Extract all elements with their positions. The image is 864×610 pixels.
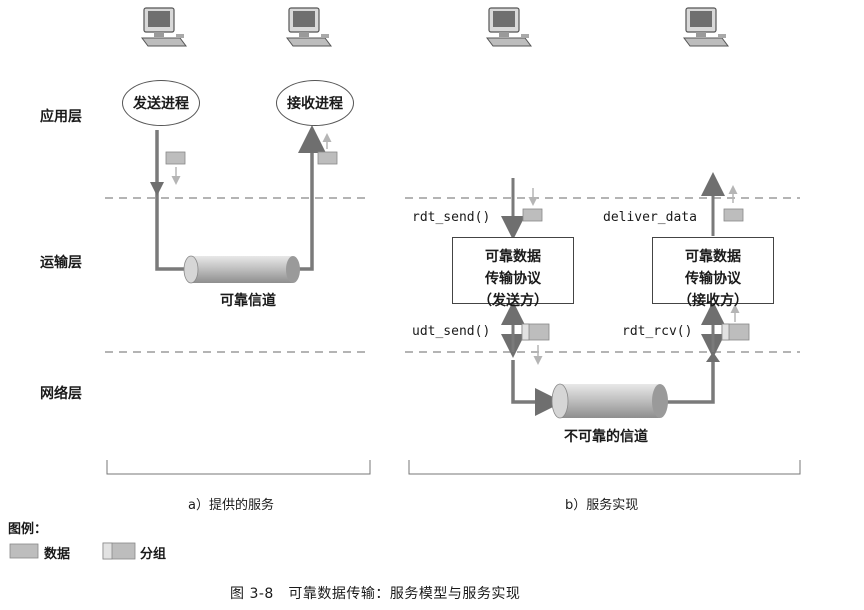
bracket-a [106,460,371,475]
bracket-b [408,460,801,475]
sender-protocol-box: 可靠数据 传输协议 （发送方） [452,237,574,309]
data-icon [165,151,186,165]
receiver-protocol-line: 可靠数据 [685,249,741,265]
send-process: 发送进程 [122,80,200,126]
computer-icon [486,7,532,47]
computer-icon [683,7,729,47]
packet-icon [102,542,136,560]
arrow-up-b [706,352,720,362]
computer-icon [286,7,332,47]
reliable-channel-label: 可靠信道 [220,293,276,309]
legend-packet-label: 分组 [140,547,167,562]
data-icon [522,208,543,222]
recv-process: 接收进程 [276,80,354,126]
receiver-protocol-box: 可靠数据 传输协议 （接收方） [652,237,774,309]
data-icon [9,543,39,559]
caption-b: b）服务实现 [565,498,639,513]
layer-label-application: 应用层 [40,109,82,125]
computer-icon [141,7,187,47]
sender-protocol-line: 可靠数据 [485,249,541,265]
network-path-right [662,360,715,404]
caption-a: a）提供的服务 [188,498,274,513]
send-path-a [155,130,195,271]
packet-icon [721,323,750,341]
arrow-down-a [150,182,164,196]
unreliable-channel-label: 不可靠的信道 [564,429,648,445]
rdt-send-label: rdt_send() [412,210,491,225]
legend-title: 图例： [8,522,48,537]
sender-protocol-line: （发送方） [478,293,548,309]
pipe-icon [183,255,300,284]
recv-path-a [292,125,326,271]
layer-label-transport: 运输层 [40,255,82,271]
sender-protocol-line: 传输协议 [485,271,541,287]
data-icon [317,151,338,165]
legend-data-label: 数据 [44,547,71,562]
rdt-rcv-label: rdt_rcv() [622,324,693,339]
deliver-data-label: deliver_data [603,210,697,225]
pipe-icon [551,383,668,419]
figure-title: 图 3-8 可靠数据传输：服务模型与服务实现 [230,586,521,602]
network-path-left [511,360,563,416]
data-icon [723,208,744,222]
udt-send-label: udt_send() [412,324,491,339]
receiver-protocol-line: 传输协议 [685,271,741,287]
receiver-protocol-line: （接收方） [678,293,748,309]
layer-label-network: 网络层 [40,386,82,402]
packet-icon [521,323,550,341]
